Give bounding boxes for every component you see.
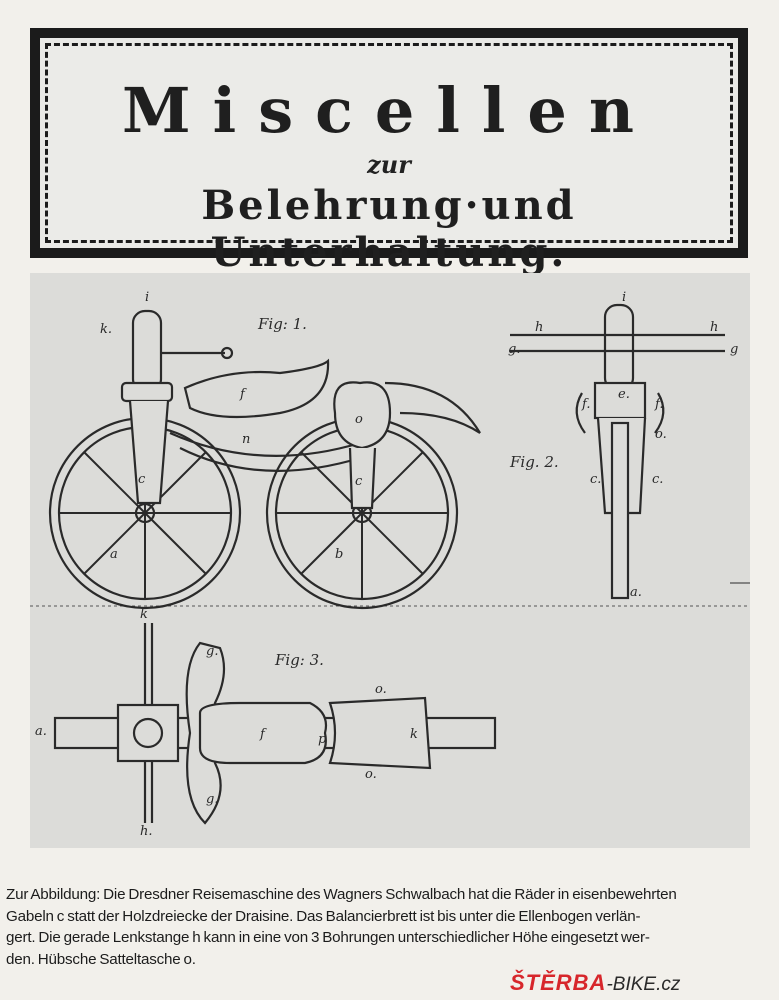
caption-line: gert. Die gerade Lenkstange h kann in ei… xyxy=(6,929,650,946)
banner-line-2: Belehrung·und Unterhaltung. xyxy=(201,182,577,276)
svg-text:a.: a. xyxy=(630,585,642,600)
svg-text:i: i xyxy=(622,290,626,305)
svg-text:k.: k. xyxy=(100,322,112,337)
svg-text:h.: h. xyxy=(140,824,153,839)
watermark-logo: ŠTĚRBA-BIKE.cz xyxy=(510,970,680,996)
caption-line: Gabeln c statt der Holzdreiecke der Drai… xyxy=(6,907,641,925)
svg-text:c.: c. xyxy=(590,472,601,487)
svg-text:o: o xyxy=(355,412,363,427)
fig-1-label: Fig: 1. xyxy=(258,315,307,333)
svg-text:e.: e. xyxy=(618,387,630,402)
svg-text:c: c xyxy=(355,474,363,489)
banner-dashed-frame: Miscellen zur Belehrung·und Unterhaltung… xyxy=(45,43,733,276)
svg-text:o.: o. xyxy=(655,427,667,442)
svg-text:g.: g. xyxy=(206,644,218,659)
caption-line: den. Hübsche Satteltasche o. xyxy=(6,950,196,968)
caption: Zur Abbildung: Die Dresdner Reisemaschin… xyxy=(6,884,776,970)
svg-text:h: h xyxy=(535,320,543,335)
fig-3-label: Fig: 3. xyxy=(275,651,324,669)
caption-line: Zur Abbildung: Die Dresdner Reisemaschin… xyxy=(6,886,677,903)
banner-title: Miscellen xyxy=(122,74,656,147)
svg-text:k: k xyxy=(140,607,148,622)
svg-text:b: b xyxy=(335,547,343,562)
svg-text:a: a xyxy=(110,547,118,562)
drawing-illustration: ik. fn ab cc o ihh g.g e.f.f. c.c. o.a. … xyxy=(30,290,750,839)
svg-text:n: n xyxy=(242,432,250,447)
watermark-brand: ŠTĚRBA xyxy=(510,970,607,995)
watermark-suffix: -BIKE.cz xyxy=(606,974,681,995)
svg-text:g.: g. xyxy=(508,342,520,357)
fig-2-label: Fig. 2. xyxy=(510,453,559,471)
banner-subtitle: zur xyxy=(367,150,411,179)
svg-text:k: k xyxy=(410,727,418,742)
svg-text:a.: a. xyxy=(35,724,47,739)
svg-text:f.: f. xyxy=(654,397,663,412)
svg-text:p: p xyxy=(318,732,327,747)
svg-text:h: h xyxy=(710,320,718,335)
svg-text:o.: o. xyxy=(375,682,387,697)
svg-text:i: i xyxy=(145,290,149,305)
svg-text:f: f xyxy=(239,387,247,402)
svg-text:o.: o. xyxy=(365,767,377,782)
svg-text:g: g xyxy=(730,342,738,357)
svg-text:f: f xyxy=(259,727,267,742)
svg-text:c.: c. xyxy=(652,472,663,487)
header-banner: Miscellen zur Belehrung·und Unterhaltung… xyxy=(30,28,748,276)
svg-text:g.: g. xyxy=(206,792,218,807)
svg-text:f.: f. xyxy=(581,397,590,412)
svg-text:c: c xyxy=(138,472,146,487)
